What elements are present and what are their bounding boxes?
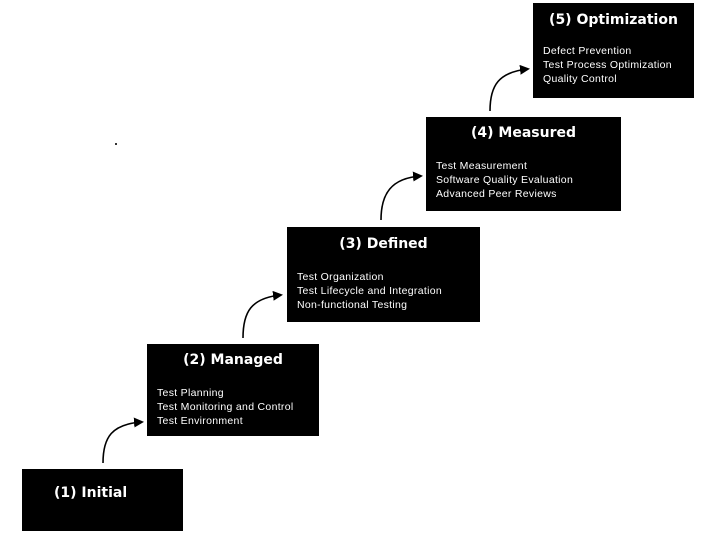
stray-dot xyxy=(115,143,117,145)
stage-item-list: Test Organization Test Lifecycle and Int… xyxy=(297,270,442,312)
stage-item: Test Process Optimization xyxy=(543,59,672,71)
stage-item-list: Defect Prevention Test Process Optimizat… xyxy=(543,44,672,86)
stage-title: (3) Defined xyxy=(339,236,428,252)
stage-item-list: Test Measurement Software Quality Evalua… xyxy=(436,159,573,201)
stage-title: (4) Measured xyxy=(470,125,576,141)
stage-managed: (2) Managed Test Planning Test Monitorin… xyxy=(147,344,319,436)
stage-item: Quality Control xyxy=(543,73,617,85)
stage-item-list: Test Planning Test Monitoring and Contro… xyxy=(157,386,294,428)
stage-title: (5) Optimization xyxy=(549,12,678,28)
stage-item: Test Lifecycle and Integration xyxy=(297,285,442,297)
stage-item: Test Measurement xyxy=(436,160,528,172)
stage-optimization: (5) Optimization Defect Prevention Test … xyxy=(533,3,694,98)
stage-item: Test Organization xyxy=(297,271,384,283)
arrow-defined-to-measured xyxy=(380,171,423,221)
stage-defined: (3) Defined Test Organization Test Lifec… xyxy=(287,227,480,322)
stage-item: Non-functional Testing xyxy=(297,299,408,311)
stage-item: Test Planning xyxy=(157,387,224,399)
arrow-measured-to-optimization xyxy=(489,64,530,112)
arrow-initial-to-managed xyxy=(102,417,144,464)
stage-initial: (1) Initial xyxy=(22,469,183,531)
stage-item: Test Monitoring and Control xyxy=(157,401,294,413)
stage-item: Test Environment xyxy=(157,415,243,427)
stage-item: Advanced Peer Reviews xyxy=(436,188,557,200)
stage-item: Defect Prevention xyxy=(543,45,632,57)
stage-measured: (4) Measured Test Measurement Software Q… xyxy=(426,117,621,211)
arrow-managed-to-defined xyxy=(242,290,283,339)
stage-item: Software Quality Evaluation xyxy=(436,174,574,186)
stage-title: (2) Managed xyxy=(183,352,283,368)
stage-title: (1) Initial xyxy=(54,485,128,501)
